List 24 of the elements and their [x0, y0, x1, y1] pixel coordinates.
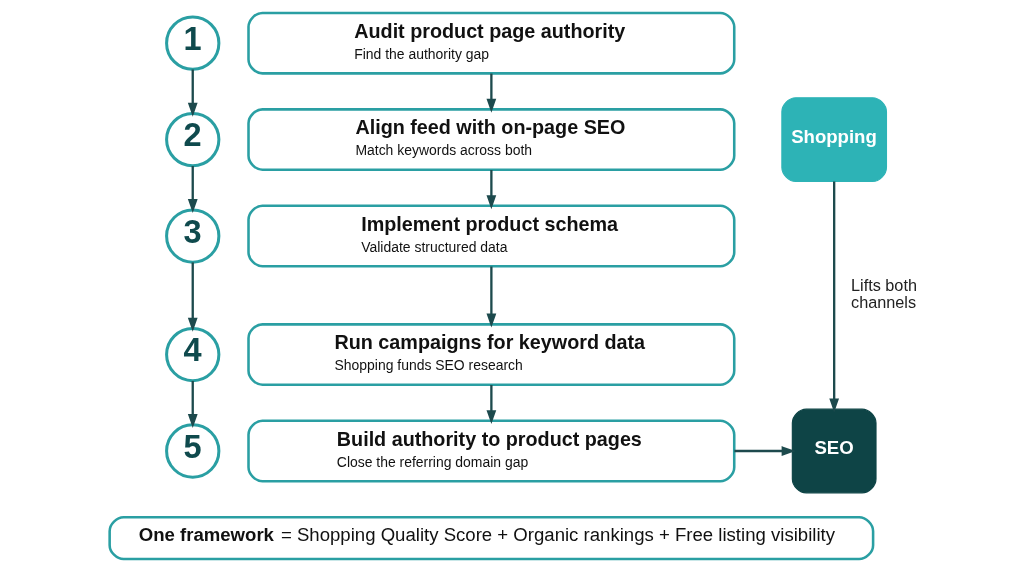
node-box: SEO: [791, 408, 877, 494]
arrow: [187, 380, 198, 429]
node-circle: 2: [165, 111, 221, 168]
arrow: [486, 73, 497, 113]
node-box: Implement product schema Validate structured data: [247, 204, 736, 268]
node-box: Run campaigns for keyword data Shopping funds SEO research: [247, 323, 736, 387]
arrow: [486, 385, 497, 425]
arrow: [486, 170, 497, 210]
node-box: Build authority to product pages Close the referring domain gap: [247, 419, 736, 483]
node-box: Align feed with on-page SEO Match keywords across both: [247, 108, 736, 172]
node-circle: 4: [165, 326, 221, 383]
arrow: [734, 446, 796, 456]
node-circle: 5: [165, 423, 221, 479]
arrow: [187, 262, 198, 332]
arrow: [187, 69, 198, 117]
node-box: One framework = Shopping Quality Score + Organic rankings + Free listing visibility: [108, 515, 875, 561]
arrow: [187, 165, 198, 214]
edge-label: Lifts both channels: [851, 275, 917, 312]
arrow: [486, 266, 497, 328]
node-box: Audit product page authority Find the authority gap: [247, 11, 736, 75]
arrow: [829, 181, 840, 413]
node-circle: 1: [165, 15, 221, 71]
node-circle: 3: [165, 208, 221, 264]
node-box: Shopping: [781, 97, 888, 182]
